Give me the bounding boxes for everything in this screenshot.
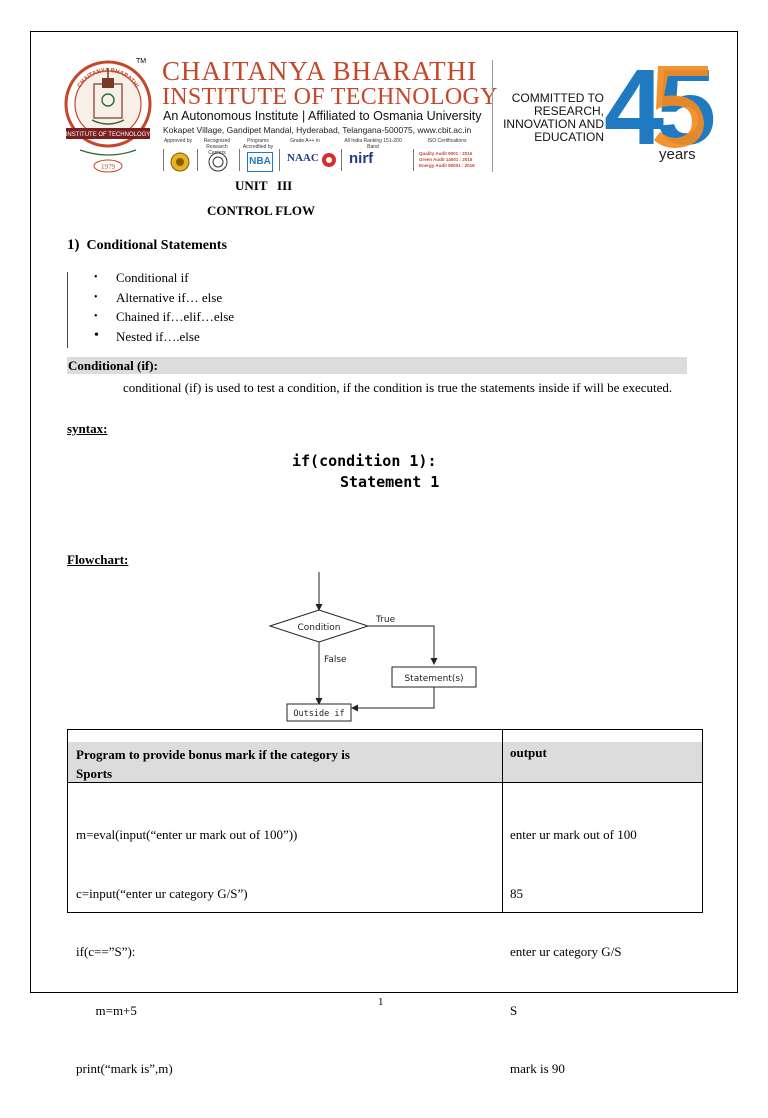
list-margin-bar (67, 272, 68, 348)
list-item: Chained if…elif…else (94, 307, 234, 327)
code-line: m=m+5 (76, 1002, 137, 1018)
page-number: 1 (378, 996, 384, 1008)
institute-name: CHAITANYA BHARATHI (162, 56, 478, 86)
output-line: enter ur mark out of 100 (510, 827, 637, 842)
code-line: m=eval(input(“enter ur mark out of 100”)… (76, 827, 298, 842)
institute-affiliation: An Autonomous Institute | Affiliated to … (163, 109, 482, 123)
table-header-band (68, 742, 702, 782)
chapter-title: CONTROL FLOW (207, 203, 315, 218)
tagline-line: RESEARCH, (533, 104, 604, 118)
statement-text: Statement(s) (404, 674, 463, 684)
anniversary-45-graphic: 45 (604, 52, 714, 152)
accreditation-label: Programs Accredited by (242, 138, 274, 150)
accreditation-label: All India Ranking 151-200 Band (344, 138, 402, 150)
research-seal-icon (208, 152, 228, 172)
list-item: Nested if….else (94, 326, 234, 347)
code-line: if(c==”S”): (76, 944, 136, 959)
flowchart-label: Flowchart: (67, 552, 129, 567)
tagline-line: EDUCATION (534, 130, 604, 144)
subsection-heading: Conditional (if): (68, 358, 158, 373)
output-line: S (510, 1002, 518, 1018)
code-line: c=input(“enter ur category G/S”) (76, 885, 248, 901)
accreditation-label: Grade A++ in (290, 138, 320, 144)
subsection-band (67, 357, 687, 374)
output-line: 85 (510, 885, 523, 901)
nirf-badge: nirf (349, 150, 374, 167)
institute-logo: CHAITANYA BHARATHI INSTITUTE OF TECHNOLO… (62, 58, 154, 178)
unit-heading: UNIT III (235, 178, 293, 193)
condition-text: Condition (298, 623, 341, 633)
logo-band-text: INSTITUTE OF TECHNOLOGY (66, 132, 151, 138)
outside-text: Outside if (293, 709, 344, 719)
program-table: Program to provide bonus mark if the cat… (67, 729, 703, 1076)
table-column-rule (502, 730, 503, 912)
list-item: Conditional if (94, 268, 234, 288)
accreditation-label: Approved by (163, 138, 193, 144)
list-item: Alternative if… else (94, 288, 234, 308)
true-label: True (375, 615, 396, 625)
syntax-label: syntax: (67, 421, 108, 436)
iso-certifications: Quality Audit 9001 : 2015 Green Audit 14… (419, 151, 475, 169)
section-number: 1) (67, 237, 80, 253)
accreditation-row: Approved by Recognized Research Centers … (163, 138, 488, 174)
program-code: m=eval(input(“enter ur mark out of 100”)… (76, 786, 297, 1118)
statement-types-list: Conditional if Alternative if… else Chai… (94, 268, 234, 346)
flow-arrow-true (368, 625, 438, 665)
naac-badge: NAAC (287, 152, 319, 164)
anniversary-unit: years (659, 146, 696, 163)
output-header: output (510, 745, 547, 760)
section-heading: 1) Conditional Statements (67, 237, 227, 254)
tagline-line: INNOVATION AND (503, 117, 604, 131)
institute-subtitle: INSTITUTE OF TECHNOLOGY (162, 84, 498, 110)
iso-line: Quality Audit 9001 : 2015 (419, 151, 473, 156)
subsection-description: conditional (if) is used to test a condi… (123, 380, 673, 395)
trademark-mark: TM (136, 58, 147, 65)
committed-tagline: COMMITTED TO RESEARCH, INNOVATION AND ED… (500, 92, 604, 144)
if-flowchart: Condition True False Statement(s) Outsid… (268, 572, 477, 722)
section-title: Conditional Statements (86, 238, 227, 253)
program-output: enter ur mark out of 100 85 enter ur cat… (510, 786, 637, 1118)
iso-line: Energy Audit 50001 : 2018 (419, 163, 475, 168)
output-line: mark is 90 (510, 1061, 565, 1076)
logo-year: 1979 (101, 163, 116, 171)
accreditation-label: ISO Certifications (427, 138, 467, 144)
table-header-rule (68, 782, 702, 783)
code-line: print(“mark is”,m) (76, 1061, 173, 1076)
nba-badge: NBA (247, 152, 273, 172)
outside-box (286, 703, 352, 722)
header-divider (492, 60, 493, 172)
syntax-line-2: Statement 1 (340, 473, 440, 491)
syntax-line-1: if(condition 1): (292, 452, 437, 470)
tagline-line: COMMITTED TO (511, 91, 604, 105)
aicte-seal-icon (170, 152, 190, 172)
iso-line: Green Audit 14001 : 2015 (419, 157, 473, 162)
naac-seal-icon (322, 153, 336, 167)
page-frame (30, 31, 738, 993)
flow-arrow-merge (351, 687, 435, 712)
false-label: False (324, 655, 347, 665)
output-line: enter ur category G/S (510, 944, 622, 959)
institute-address: Kokapet Village, Gandipet Mandal, Hydera… (163, 125, 472, 135)
program-header: Program to provide bonus mark if the cat… (76, 747, 350, 781)
